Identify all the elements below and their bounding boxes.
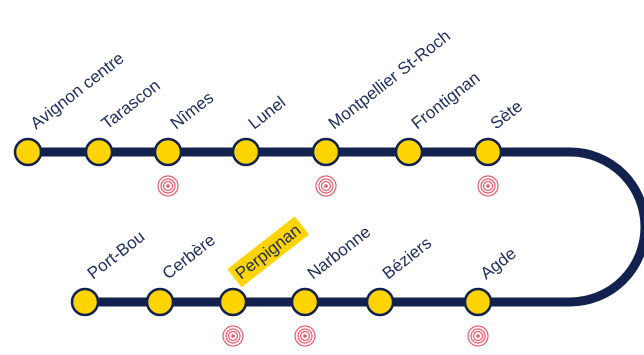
connection-icon-narbonne xyxy=(294,325,316,347)
station-label-beziers: Béziers xyxy=(379,233,435,283)
station-label-group-beziers: Béziers xyxy=(379,233,435,283)
station-avignon-centre[interactable] xyxy=(13,137,43,167)
station-sete[interactable] xyxy=(473,137,503,167)
station-label-agde: Agde xyxy=(477,244,520,283)
station-frontignan[interactable] xyxy=(394,137,424,167)
connection-icon-perpignan xyxy=(222,325,244,347)
station-label-lunel: Lunel xyxy=(245,93,289,134)
station-label-perpignan: Perpignan xyxy=(232,220,305,283)
station-label-port-bou: Port-Bou xyxy=(84,227,149,283)
station-label-group-frontignan: Frontignan xyxy=(408,68,484,133)
station-agde[interactable] xyxy=(463,287,493,317)
connection-icon-agde xyxy=(467,325,489,347)
connection-icon-nimes xyxy=(157,175,179,197)
station-label-group-narbonne: Narbonne xyxy=(304,222,375,283)
highlight-perpignan xyxy=(227,216,309,288)
station-cerbere[interactable] xyxy=(145,287,175,317)
station-narbonne[interactable] xyxy=(290,287,320,317)
station-label-group-tarascon: Tarascon xyxy=(98,76,164,133)
station-label-narbonne: Narbonne xyxy=(304,222,375,283)
station-label-cerbere: Cerbère xyxy=(159,230,219,283)
station-perpignan[interactable] xyxy=(218,287,248,317)
station-lunel[interactable] xyxy=(231,137,261,167)
station-label-sete: Sète xyxy=(487,97,526,134)
station-label-group-port-bou: Port-Bou xyxy=(84,227,149,283)
connection-icons xyxy=(157,175,499,347)
station-beziers[interactable] xyxy=(365,287,395,317)
station-label-group-agde: Agde xyxy=(477,244,520,283)
station-montpellier-st-roch[interactable] xyxy=(311,137,341,167)
station-label-group-cerbere: Cerbère xyxy=(159,230,219,283)
station-port-bou[interactable] xyxy=(70,287,100,317)
station-label-nimes: Nîmes xyxy=(167,88,217,133)
station-tarascon[interactable] xyxy=(84,137,114,167)
rail-track xyxy=(23,147,644,307)
station-nimes[interactable] xyxy=(153,137,183,167)
station-label-frontignan: Frontignan xyxy=(408,68,484,133)
connection-icon-sete xyxy=(477,175,499,197)
station-label-group-lunel: Lunel xyxy=(245,93,289,134)
station-label-group-sete: Sète xyxy=(487,97,526,134)
station-label-group-perpignan: Perpignan xyxy=(227,216,309,288)
stations xyxy=(13,137,503,317)
station-label-tarascon: Tarascon xyxy=(98,76,164,133)
station-label-group-nimes: Nîmes xyxy=(167,88,217,133)
connection-icon-montpellier-st-roch xyxy=(315,175,337,197)
